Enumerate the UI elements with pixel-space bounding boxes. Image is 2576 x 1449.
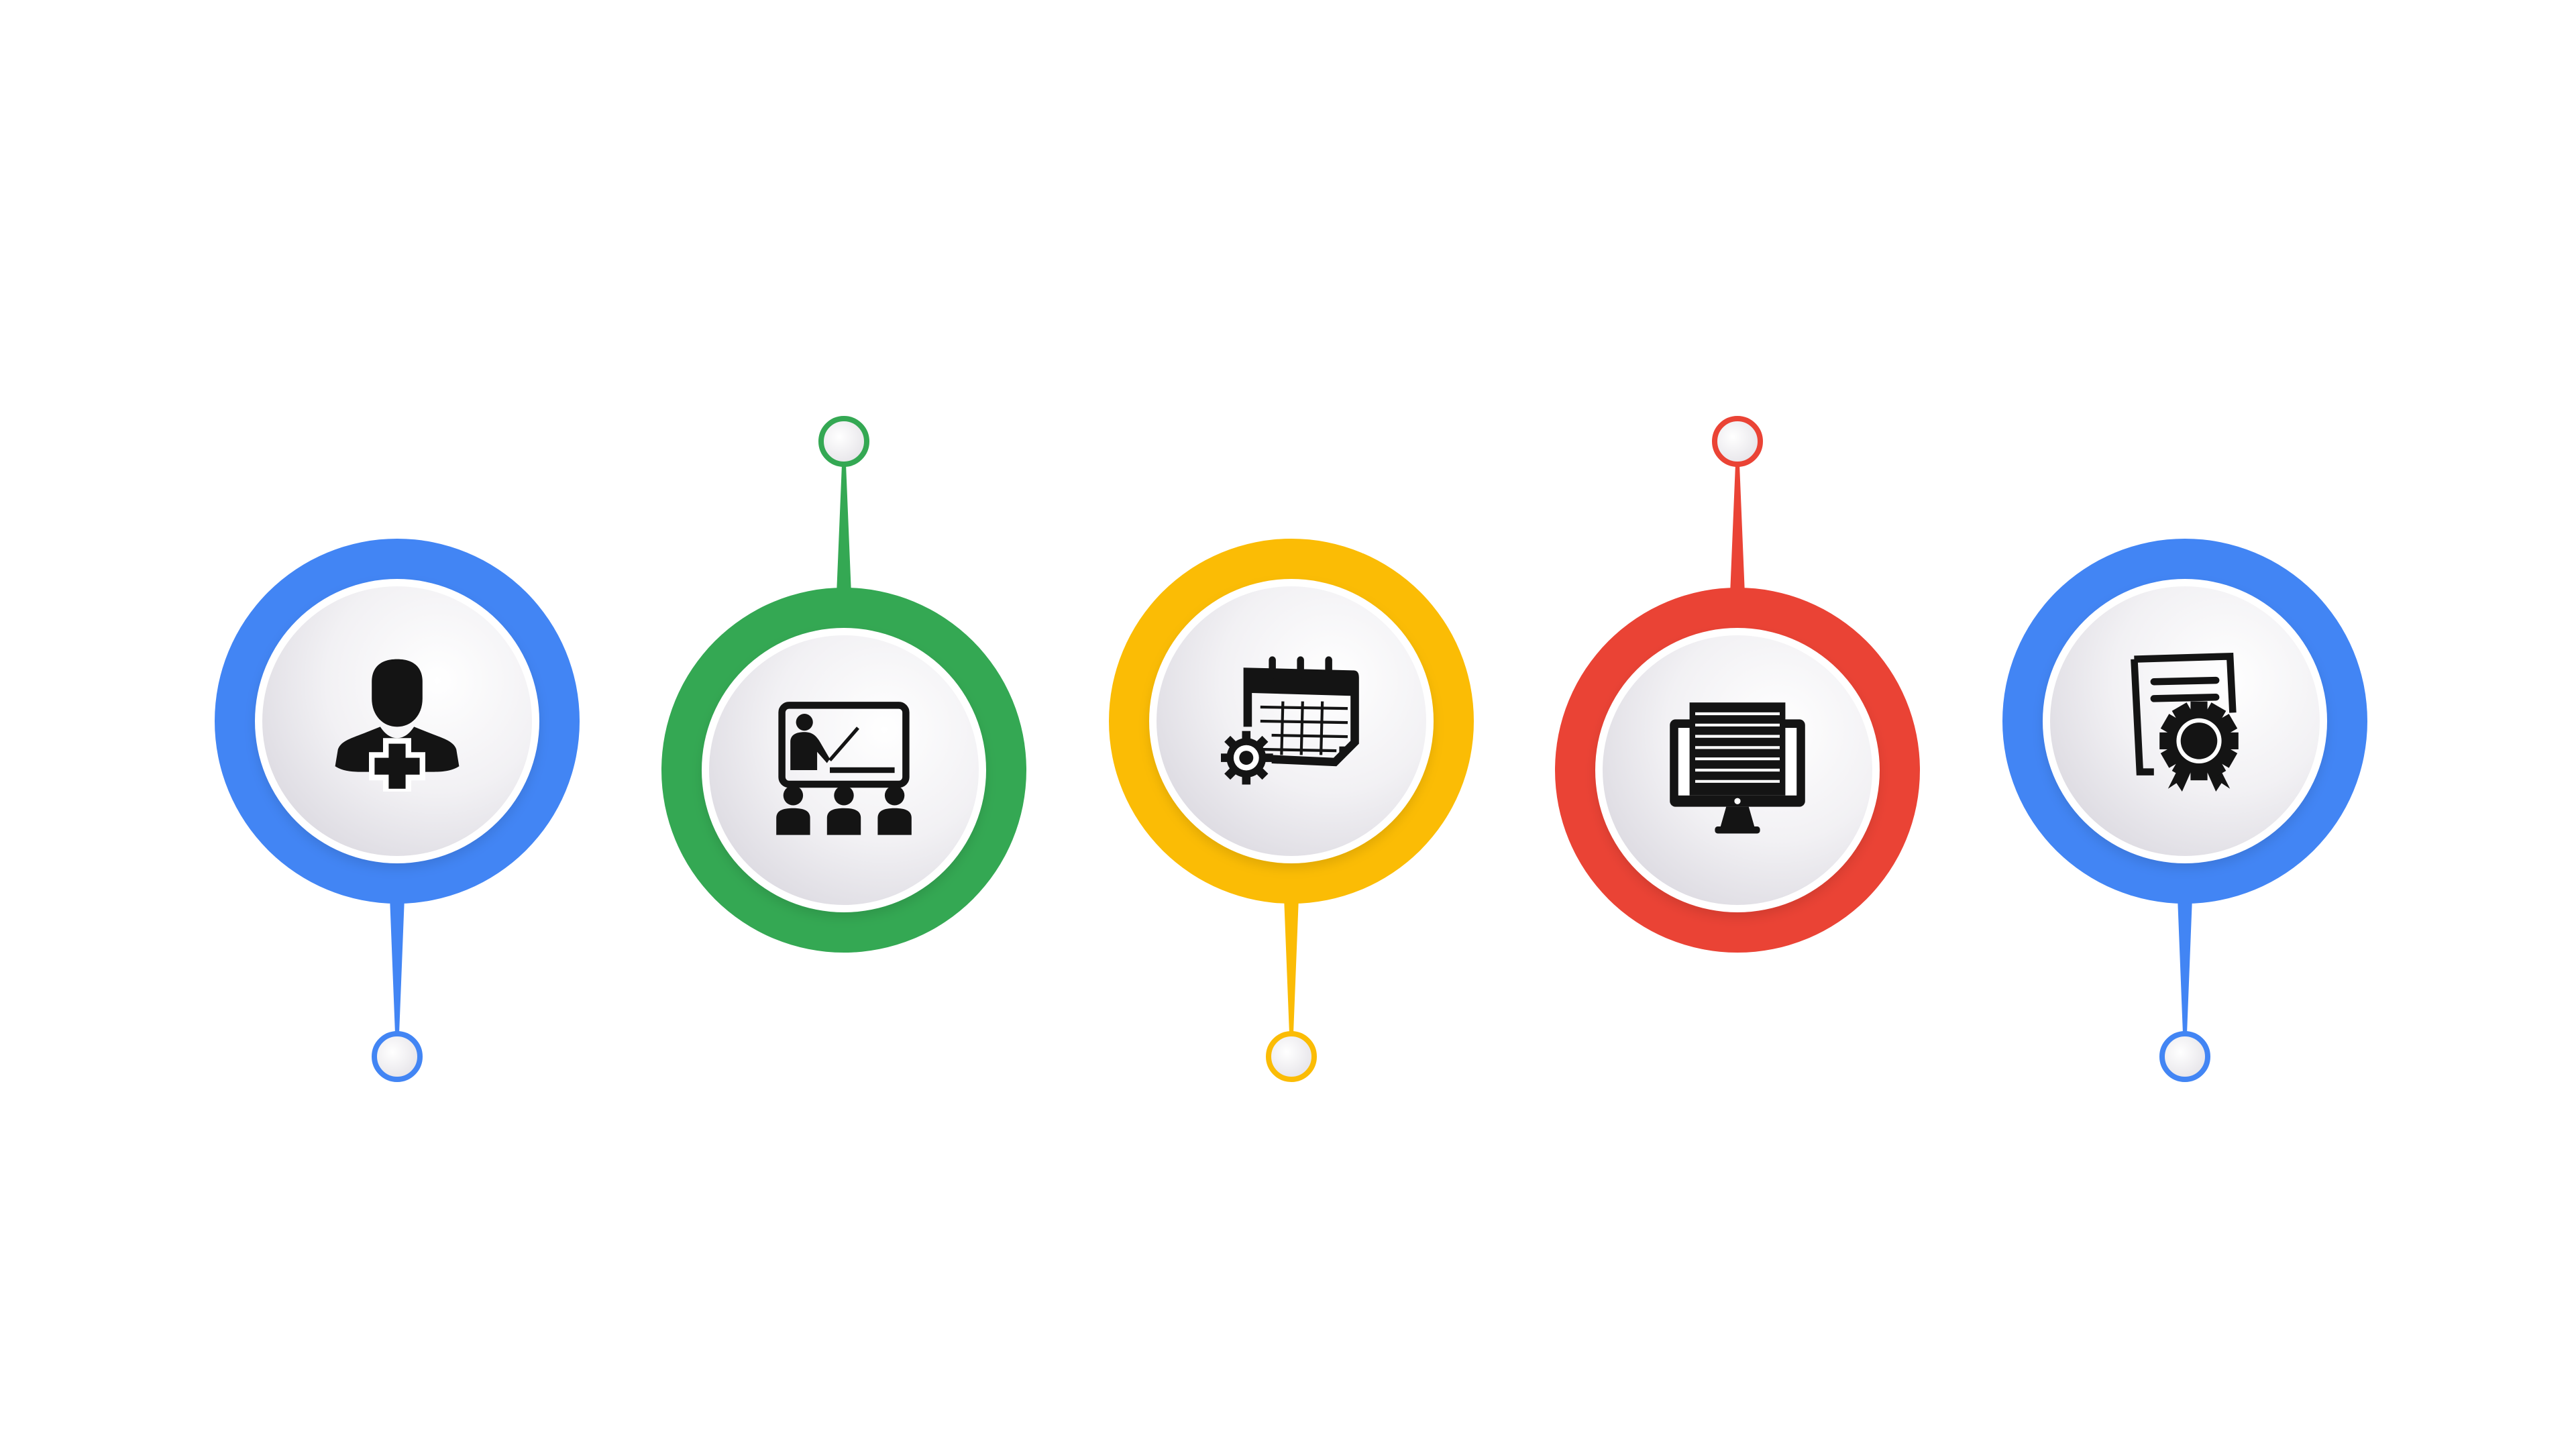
step-4 (1555, 416, 1920, 953)
step-4-end-dot (1712, 416, 1763, 467)
step-1 (215, 539, 580, 1082)
step-4-connector (1730, 464, 1745, 594)
step-3-connector (1284, 897, 1299, 1034)
step-3-end-dot (1266, 1031, 1317, 1082)
step-5-connector (2178, 897, 2192, 1034)
step-2-connector (837, 464, 851, 594)
step-5-end-dot (2159, 1031, 2210, 1082)
step-2 (661, 416, 1026, 953)
step-5 (2002, 539, 2367, 1082)
steps-layer (215, 416, 2367, 1082)
step-1-end-dot (372, 1031, 423, 1082)
step-1-connector (390, 897, 405, 1034)
step-2-end-dot (818, 416, 869, 467)
step-3 (1109, 539, 1474, 1082)
